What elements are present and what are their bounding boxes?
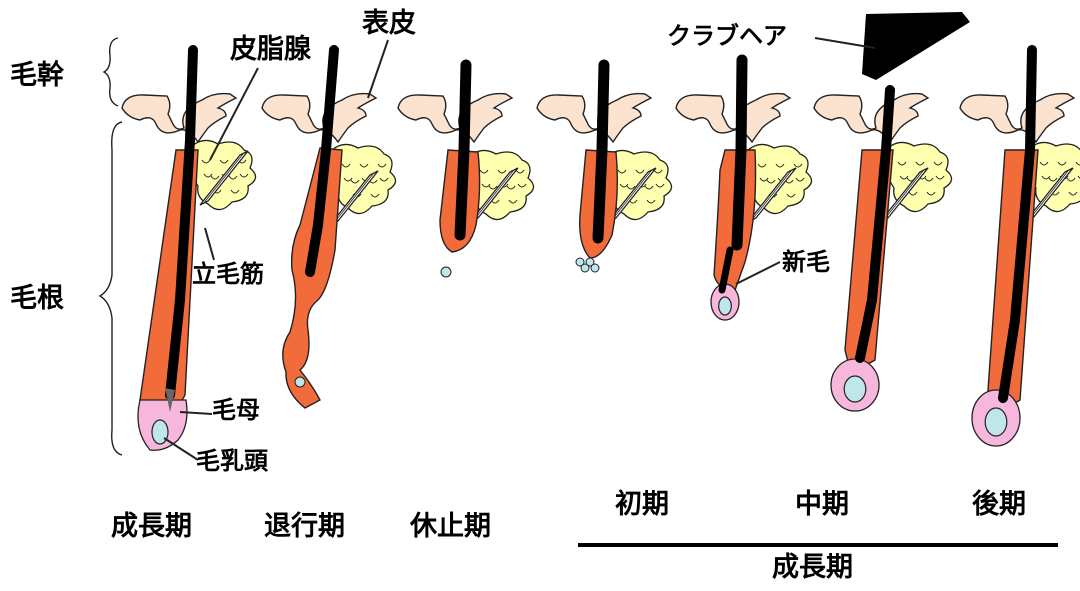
club-hair bbox=[862, 12, 970, 80]
follicle4-germ-cell bbox=[591, 264, 599, 272]
follicle5-sebaceous-gland bbox=[748, 144, 812, 213]
follicle3-epidermis bbox=[398, 94, 512, 142]
stage-label-middle: 中期 bbox=[795, 491, 849, 518]
follicle2-sheath bbox=[283, 148, 342, 408]
stage-label-catagen: 退行期 bbox=[264, 513, 345, 540]
follicle1-epidermis bbox=[122, 94, 236, 142]
label-club-hair: クラブヘア bbox=[667, 24, 787, 48]
follicle3-hair bbox=[460, 65, 466, 235]
follicle1-papilla bbox=[152, 420, 168, 444]
brace-hair-shaft bbox=[104, 38, 118, 106]
stage-label-late: 後期 bbox=[972, 491, 1026, 518]
label-hair-shaft: 毛幹 bbox=[10, 62, 64, 89]
follicle6-epidermis bbox=[814, 94, 928, 142]
follicle4-hair bbox=[598, 65, 604, 238]
label-hair-root: 毛根 bbox=[10, 285, 64, 312]
follicle2-papilla bbox=[295, 377, 305, 387]
label-new-hair: 新毛 bbox=[782, 250, 830, 274]
follicle7-bulb-papilla bbox=[985, 408, 1007, 436]
follicle6-bulb-papilla bbox=[844, 376, 866, 402]
follicle5-epidermis bbox=[676, 94, 790, 142]
follicle3-papilla bbox=[441, 267, 451, 277]
stage-label-anagen: 成長期 bbox=[111, 513, 192, 540]
leader-epidermis bbox=[368, 40, 388, 98]
label-sebaceous-gland: 皮脂腺 bbox=[230, 36, 311, 63]
brace-hair-root bbox=[100, 122, 122, 455]
follicle2-epidermis bbox=[262, 94, 376, 142]
leader-arrector-pili bbox=[205, 228, 214, 260]
label-epidermis: 表皮 bbox=[362, 10, 416, 37]
label-dermal-papilla: 毛乳頭 bbox=[196, 449, 268, 473]
stage-label-early: 初期 bbox=[615, 491, 669, 518]
follicle4-epidermis bbox=[537, 94, 651, 142]
follicle5-hair bbox=[737, 60, 742, 245]
stage-label-telogen: 休止期 bbox=[410, 513, 491, 540]
label-arrector-pili: 立毛筋 bbox=[192, 262, 264, 286]
anagen-group-label: 成長期 bbox=[772, 554, 853, 581]
follicle5-new-bulb-papilla bbox=[719, 297, 732, 315]
label-hair-matrix: 毛母 bbox=[212, 398, 260, 422]
follicle7-epidermis bbox=[960, 94, 1074, 142]
leader-dermal-papilla bbox=[164, 438, 198, 460]
